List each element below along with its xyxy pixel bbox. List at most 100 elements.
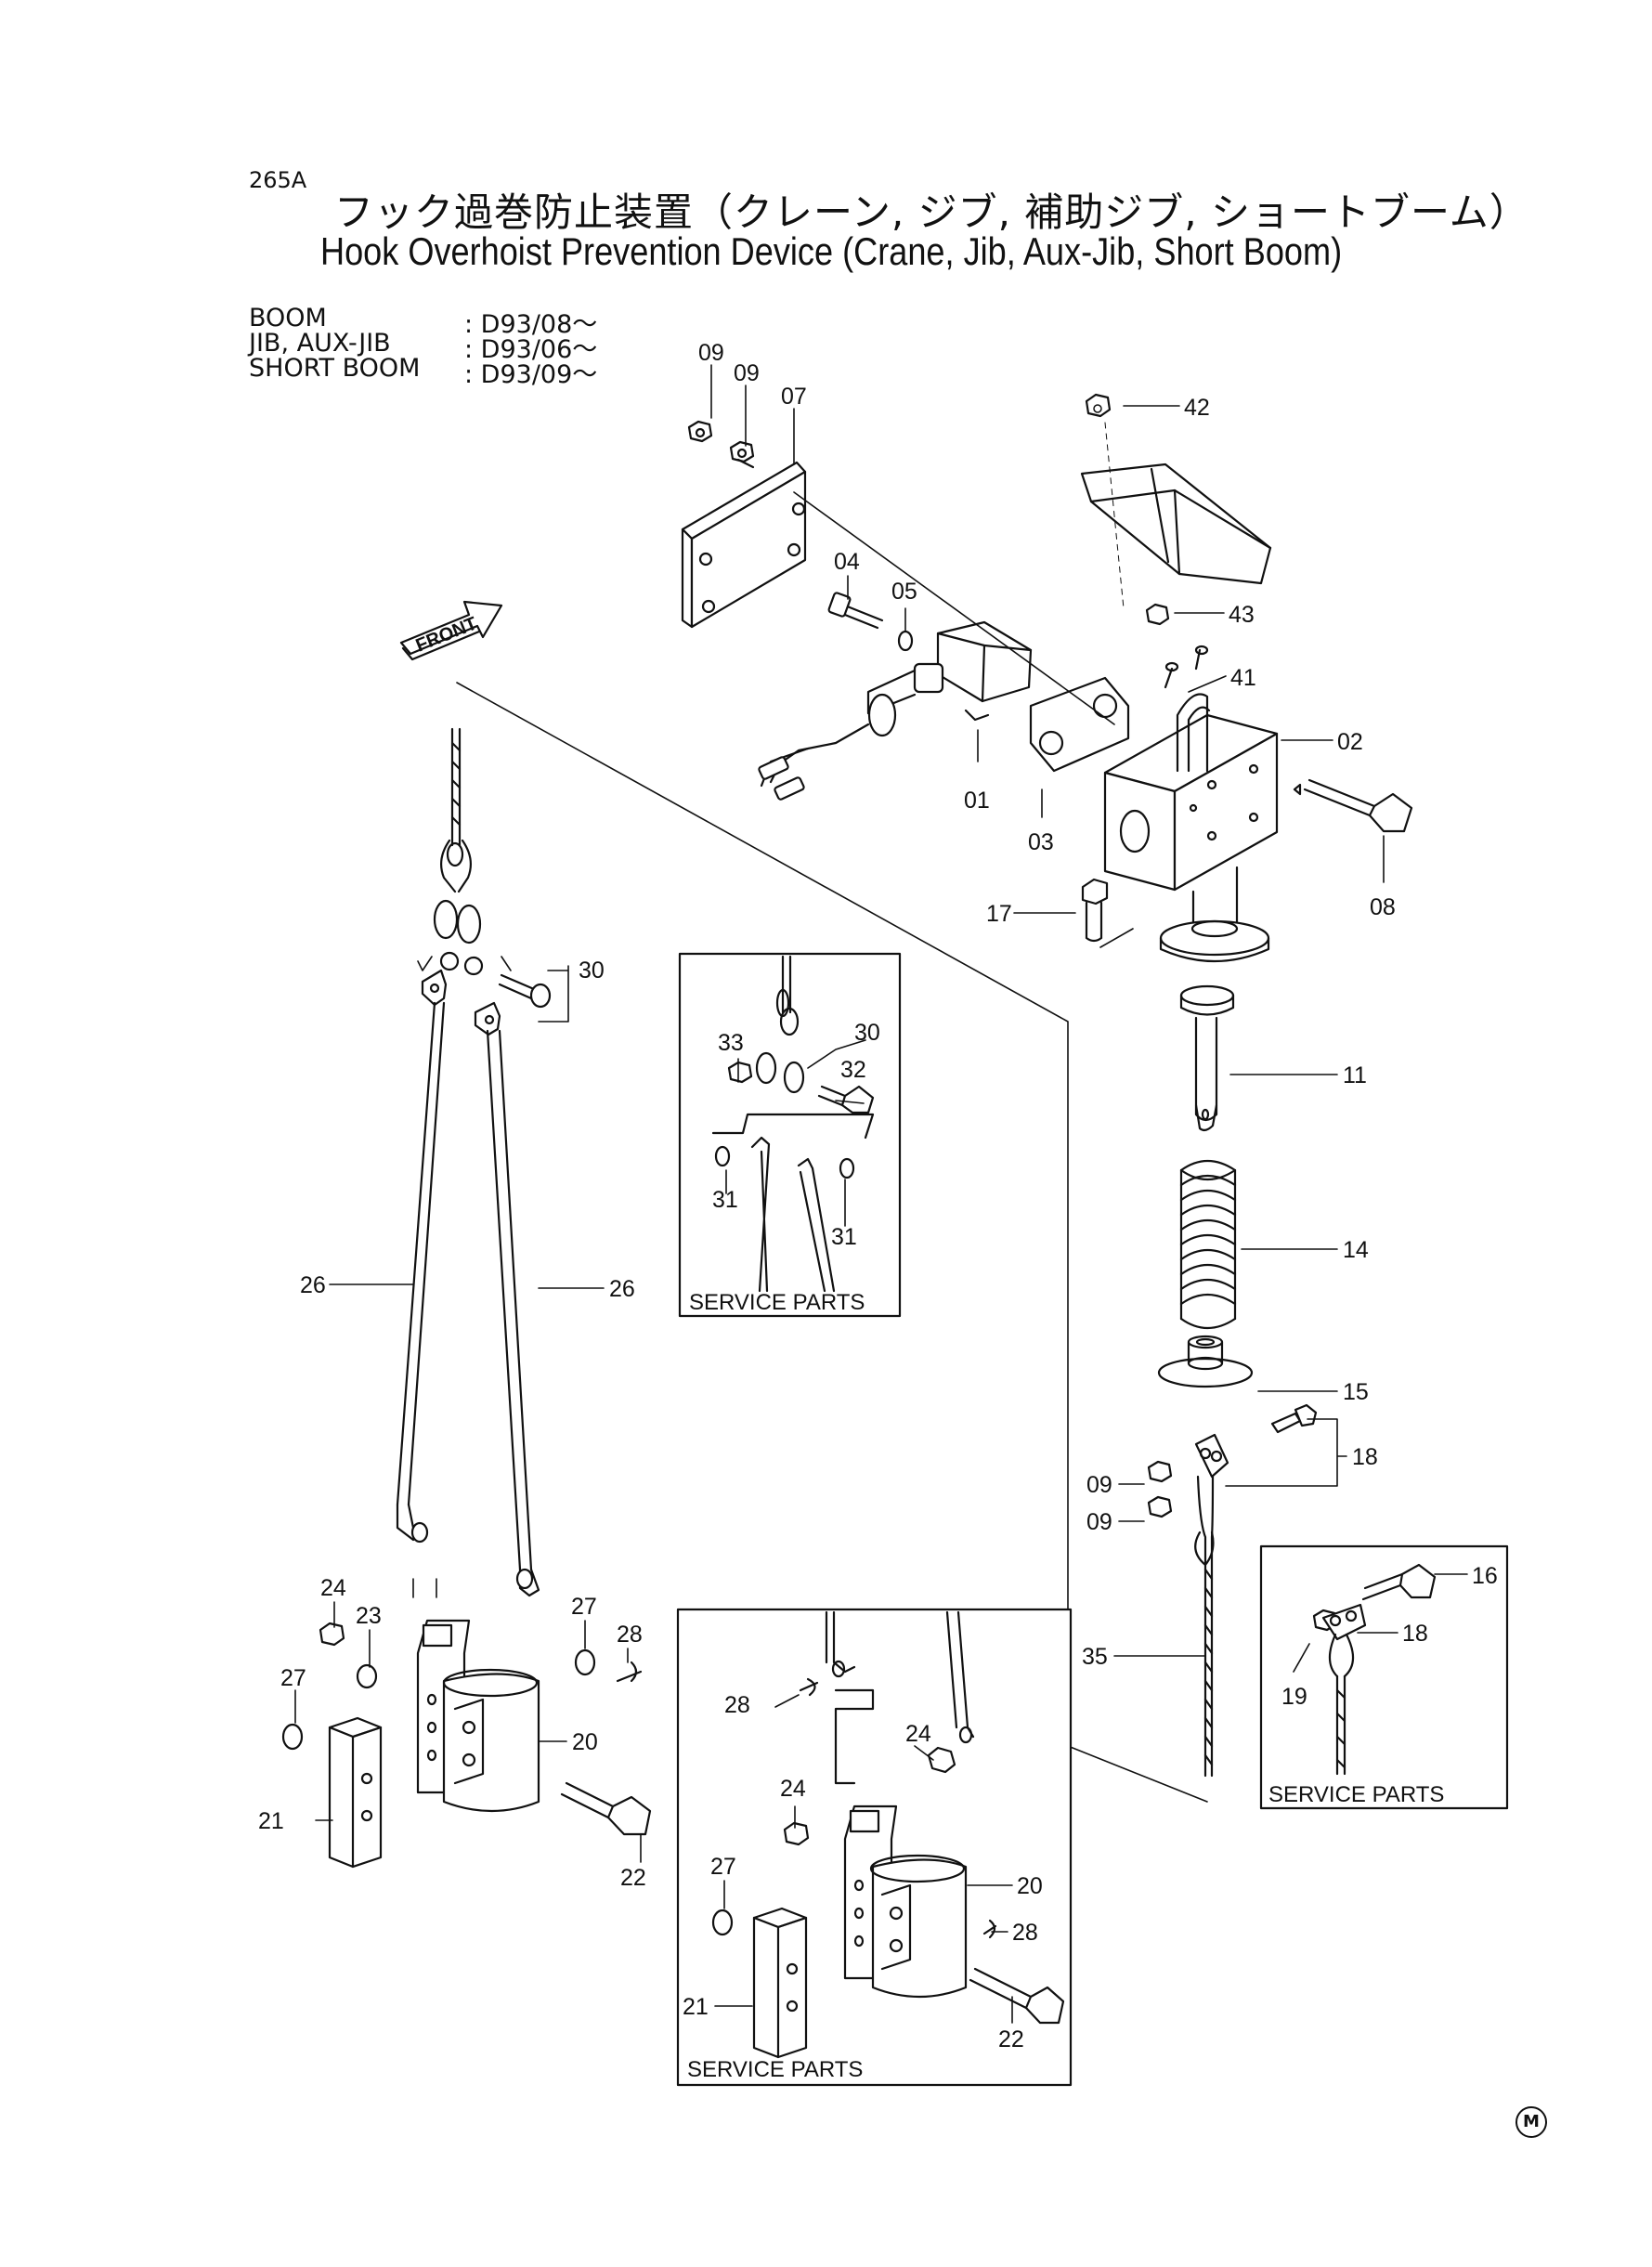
callout: 21 — [258, 1808, 284, 1834]
washer-27-right — [574, 1648, 596, 1676]
callout: 28 — [724, 1692, 750, 1718]
applicability-row-short-boom: SHORT BOOM : D93/09～ — [249, 354, 597, 389]
callout: 41 — [1230, 665, 1256, 691]
rope-socket-20 — [416, 1619, 540, 1813]
callout: 15 — [1343, 1379, 1369, 1405]
service-box-label: SERVICE PARTS — [1268, 1782, 1444, 1807]
callout: 28 — [617, 1622, 643, 1648]
callout: 17 — [986, 901, 1012, 927]
callout: 09 — [1086, 1472, 1112, 1498]
callout: 07 — [781, 384, 807, 410]
callout: 27 — [571, 1594, 597, 1620]
title-english: Hook Overhoist Prevention Device (Crane,… — [320, 229, 1343, 273]
pin-28 — [616, 1661, 643, 1683]
service-box-1: SERVICE PARTS — [678, 952, 902, 1318]
wedge-21 — [328, 1716, 383, 1869]
leader-lines — [294, 364, 1468, 2024]
callout: 16 — [1472, 1563, 1498, 1589]
callout: 27 — [710, 1854, 736, 1880]
callout: 02 — [1337, 729, 1363, 755]
applicability-serial: : D93/06～ — [464, 335, 598, 364]
nut-24 — [319, 1622, 345, 1647]
callout: 24 — [780, 1776, 806, 1802]
callout: 30 — [854, 1020, 880, 1046]
callout: 42 — [1184, 395, 1210, 421]
callout: 08 — [1370, 894, 1396, 920]
callout: 14 — [1343, 1237, 1369, 1263]
callout: 20 — [572, 1729, 598, 1755]
callout: 24 — [905, 1721, 931, 1747]
service-box-2: SERVICE PARTS — [1259, 1544, 1509, 1810]
spring-seat — [1157, 1335, 1254, 1388]
callout: 24 — [320, 1575, 346, 1601]
applicability-row-jib: JIB, AUX-JIB : D93/06～ — [249, 329, 597, 364]
callout: 18 — [1352, 1444, 1378, 1470]
gasket-plate — [1029, 676, 1130, 773]
limit-switch — [758, 620, 1033, 801]
bolt-08 — [1293, 778, 1413, 833]
callout: 22 — [620, 1865, 646, 1891]
callout: 35 — [1082, 1644, 1108, 1670]
nut-09-top-pair — [687, 420, 755, 469]
washer-27 — [281, 1723, 304, 1751]
shackle-18 — [1194, 1403, 1318, 1479]
bracket-plate — [681, 461, 807, 629]
tie-rods — [396, 969, 540, 1597]
bolt-17 — [1081, 878, 1109, 943]
callout: 09 — [734, 360, 760, 386]
callout: 30 — [579, 958, 605, 984]
service-box-label: SERVICE PARTS — [689, 1290, 865, 1315]
applicability-label: SHORT BOOM — [249, 354, 421, 383]
callout: 09 — [1086, 1509, 1112, 1535]
callout: 31 — [712, 1187, 738, 1213]
callout-labels: 09 09 07 42 43 41 02 08 04 05 01 03 17 1… — [258, 340, 1498, 2052]
nut-43 — [1145, 603, 1170, 626]
front-arrow: FRONT — [399, 600, 503, 661]
applicability-label: BOOM — [249, 304, 327, 332]
applicability-serial: : D93/08～ — [464, 310, 598, 339]
callout: 26 — [300, 1272, 326, 1298]
callout: 23 — [356, 1603, 382, 1629]
washer-05 — [897, 630, 914, 652]
applicability-serial: : D93/09～ — [464, 360, 598, 389]
front-label: FRONT — [413, 613, 480, 656]
callout: 03 — [1028, 829, 1054, 855]
coil-spring — [1179, 1160, 1237, 1329]
callout: 04 — [834, 549, 860, 575]
applicability-label: JIB, AUX-JIB — [249, 329, 391, 358]
callout: 21 — [683, 1994, 709, 2020]
bolt-22 — [560, 1781, 652, 1836]
cable-35 — [1194, 1475, 1215, 1778]
callout: 27 — [280, 1665, 306, 1691]
hook-guide — [1164, 645, 1211, 773]
switch-bracket — [1103, 713, 1279, 963]
callout: 33 — [718, 1030, 744, 1056]
service-box-label: SERVICE PARTS — [687, 2057, 863, 2082]
wire-rope-top — [439, 727, 473, 893]
callout: 43 — [1229, 602, 1255, 628]
callout: 20 — [1017, 1873, 1043, 1899]
applicability-row-boom: BOOM : D93/08～ — [249, 304, 597, 339]
guide-pin — [1179, 984, 1235, 1132]
bolt-04 — [827, 592, 884, 630]
callout: 32 — [840, 1057, 866, 1083]
washer-23 — [356, 1663, 378, 1689]
callout: 05 — [891, 579, 917, 605]
callout: 01 — [964, 788, 990, 814]
callout: 28 — [1012, 1920, 1038, 1946]
callout: 09 — [698, 340, 724, 366]
manual-mark: M — [1515, 2106, 1547, 2138]
page-number: 265A — [249, 167, 307, 193]
shackle-30 — [433, 899, 552, 1009]
connector-lines — [412, 491, 1208, 1803]
callout: 19 — [1281, 1684, 1307, 1710]
top-cover — [1080, 463, 1272, 585]
callout: 11 — [1343, 1062, 1367, 1088]
callout: 31 — [831, 1224, 857, 1250]
callout: 22 — [998, 2026, 1024, 2052]
callout: 26 — [609, 1276, 635, 1302]
callout: 18 — [1402, 1621, 1428, 1647]
nut-09-low — [1147, 1495, 1173, 1518]
nut-09-mid — [1147, 1460, 1173, 1483]
